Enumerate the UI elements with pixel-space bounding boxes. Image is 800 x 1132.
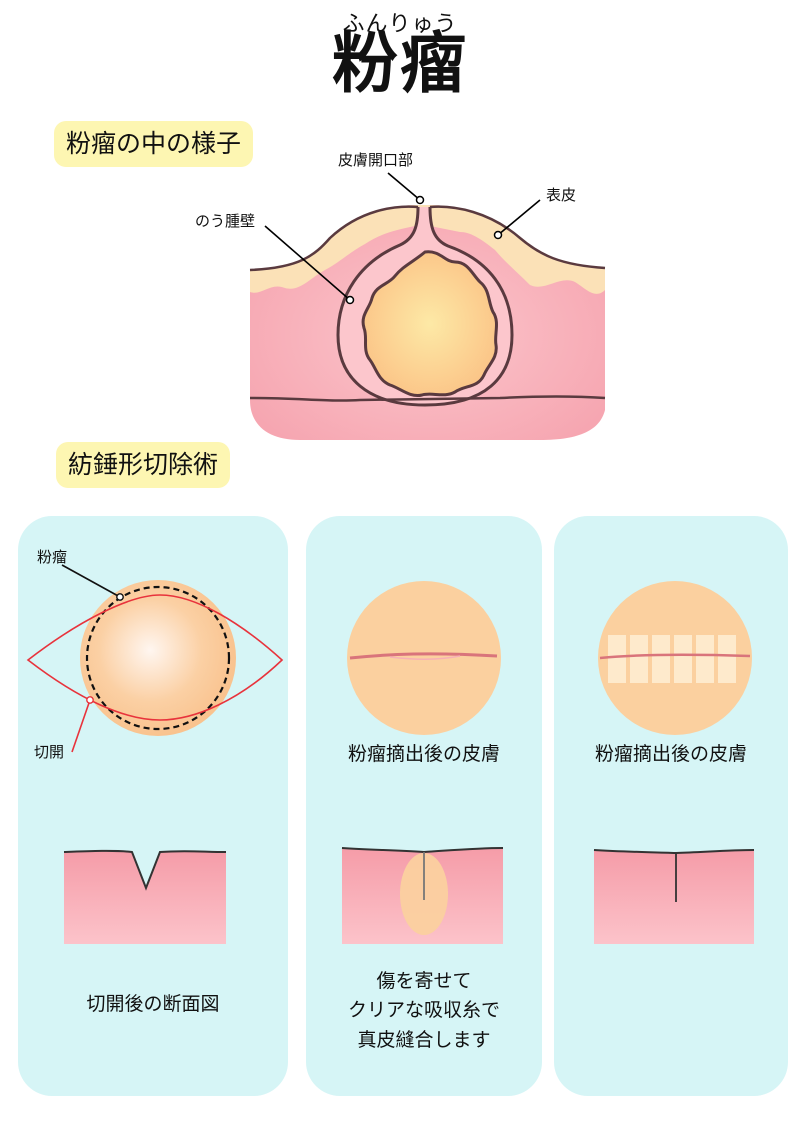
skin-surface-line bbox=[249, 205, 606, 272]
epidermis-layer bbox=[250, 205, 605, 294]
label-incision: 切開 bbox=[34, 743, 65, 761]
cyst-dashed-outline bbox=[85, 585, 231, 731]
cyst-core bbox=[361, 250, 498, 398]
spindle-incision bbox=[26, 594, 284, 721]
caption-cross-section: 切開後の断面図 bbox=[86, 993, 220, 1015]
section-heading-surgery: 紡錘形切除術 bbox=[56, 442, 231, 488]
page-title: 粉瘤 bbox=[332, 25, 468, 102]
caption-line-1: 傷を寄せて bbox=[376, 970, 472, 992]
caption-line-2: クリアな吸収糸で bbox=[347, 999, 500, 1022]
base-line bbox=[249, 395, 606, 402]
label-cyst: 粉瘤 bbox=[37, 548, 68, 566]
skin-after-removal bbox=[347, 581, 501, 735]
label-skin-opening: 皮膚開口部 bbox=[338, 151, 414, 169]
caption-after-removal: 粉瘤摘出後の皮膚 bbox=[347, 743, 500, 765]
section-heading-inside: 粉瘤の中の様子 bbox=[54, 121, 254, 167]
label-cyst-wall: のう腫壁 bbox=[195, 212, 256, 230]
label-epidermis: 表皮 bbox=[546, 186, 577, 204]
caption-after-removal-2: 粉瘤摘出後の皮膚 bbox=[594, 743, 747, 765]
caption-line-3: 真皮縫合します bbox=[357, 1028, 491, 1051]
cyst-circle bbox=[80, 580, 236, 736]
caption-suture: 傷を寄せて クリアな吸収糸で 真皮縫合します bbox=[306, 967, 542, 1055]
incision-cross-section bbox=[64, 850, 226, 944]
closed-cross-section bbox=[594, 850, 754, 944]
closure-tapes bbox=[608, 635, 736, 683]
title-ruby: ふんりゅう bbox=[342, 12, 458, 37]
